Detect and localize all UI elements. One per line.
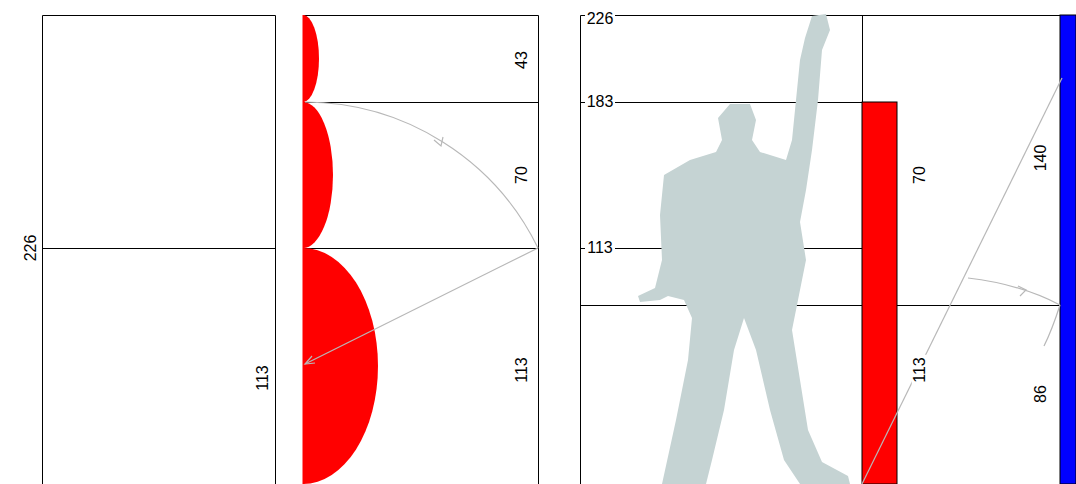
dimension-label: 86 bbox=[1033, 383, 1049, 405]
blue-series-bar bbox=[1060, 15, 1076, 484]
line-arrow bbox=[305, 356, 315, 364]
grid-line bbox=[580, 305, 1060, 306]
golden-arc bbox=[303, 102, 333, 248]
arc-arrow bbox=[1018, 286, 1026, 296]
division-line bbox=[303, 102, 538, 103]
dimension-label: 140 bbox=[1033, 143, 1049, 174]
grid-line bbox=[862, 15, 863, 102]
dimension-label: 70 bbox=[514, 164, 530, 186]
division-line bbox=[303, 248, 538, 249]
red-axis bbox=[303, 15, 305, 484]
arc-arrow bbox=[434, 137, 443, 146]
half-line bbox=[42, 248, 275, 249]
dimension-label: 113 bbox=[912, 355, 928, 385]
construction-arc bbox=[305, 102, 538, 248]
dimension-label: 226 bbox=[585, 11, 616, 27]
dimension-label: 183 bbox=[585, 94, 616, 110]
construction-line bbox=[305, 248, 538, 364]
dimension-label: 113 bbox=[585, 240, 615, 256]
dimension-label: 113 bbox=[514, 355, 530, 385]
dimension-label: 70 bbox=[912, 164, 928, 186]
construction-arc bbox=[1044, 305, 1060, 346]
dimension-label: 43 bbox=[514, 49, 530, 71]
dimension-label: 113 bbox=[255, 363, 271, 393]
construction-arc bbox=[968, 278, 1060, 305]
square-frame bbox=[43, 16, 276, 484]
red-series-bar bbox=[862, 102, 897, 484]
square-frame bbox=[303, 16, 539, 484]
construction-line bbox=[862, 78, 1062, 484]
golden-arc bbox=[303, 15, 319, 102]
grid-line bbox=[580, 102, 897, 103]
grid-frame bbox=[581, 16, 1061, 484]
dimension-label: 226 bbox=[23, 233, 39, 264]
modulor-man bbox=[638, 14, 850, 484]
golden-arc bbox=[303, 248, 378, 484]
